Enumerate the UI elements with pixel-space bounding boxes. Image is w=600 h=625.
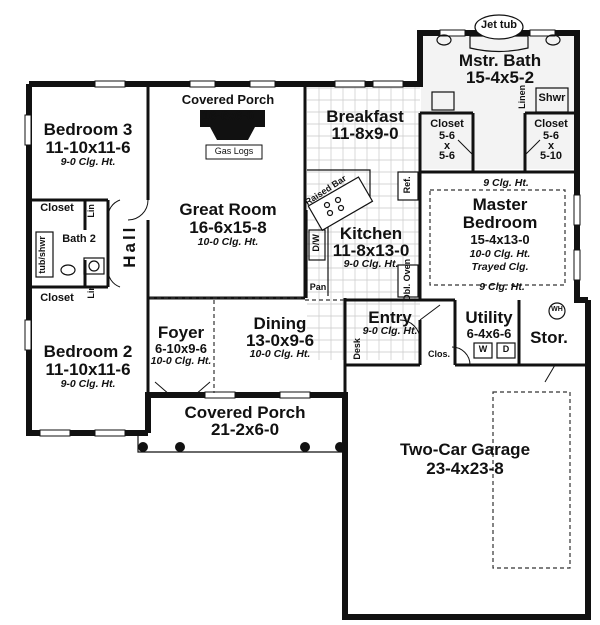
entry-ceiling: 9-0 Clg. Ht. <box>362 325 418 337</box>
master-ht-top: 9 Clg. Ht. <box>483 177 529 189</box>
bath2-fixtures <box>35 231 105 278</box>
master-bedroom-line1: Master <box>472 195 528 214</box>
covered-porch-front-dims: 21-2x6-0 <box>210 420 280 439</box>
closet-master-right-dim-b: 5-10 <box>539 150 563 162</box>
utility-title: Utility <box>465 308 513 327</box>
kitchen-title: Kitchen <box>339 224 403 243</box>
dining-ceiling: 10-0 Clg. Ht. <box>249 348 311 360</box>
master-ht-bottom: 9 Clg. Ht. <box>479 281 525 293</box>
washer-label: W <box>478 344 488 354</box>
garage-title: Two-Car Garage <box>399 440 531 459</box>
covered-porch-top-title: Covered Porch <box>181 92 275 107</box>
ref-label: Ref. <box>402 176 413 194</box>
clos-label: Clos. <box>427 349 450 359</box>
closet-b3-label: Closet <box>40 202 74 214</box>
master-bath-dims: 15-4x5-2 <box>465 68 535 87</box>
desk-label: Desk <box>352 338 363 360</box>
breakfast-dims: 11-8x9-0 <box>331 124 399 143</box>
closet-master-left-title: Closet <box>430 118 464 130</box>
dryer-label: D <box>502 344 510 354</box>
porch-columns <box>137 433 345 453</box>
foyer-ceiling: 10-0 Clg. Ht. <box>150 355 212 367</box>
jet-tub-label: Jet tub <box>480 19 518 31</box>
bedroom3-title: Bedroom 3 <box>43 120 133 139</box>
openings <box>150 189 571 569</box>
dbl-oven-label: Dbl. Oven <box>402 258 413 301</box>
foyer-dims: 6-10x9-6 <box>154 341 208 356</box>
bath2-label: Bath 2 <box>62 233 96 245</box>
tub-shwr-label: tub/shwr <box>37 236 48 274</box>
fireplace <box>200 110 265 160</box>
bedroom2-dims: 11-10x11-6 <box>45 360 131 379</box>
lin-b3-label: Lin <box>86 204 97 218</box>
dining-dims: 13-0x9-6 <box>245 331 315 350</box>
closet-master-right-x: x <box>547 140 555 152</box>
garage-dims: 23-4x23-8 <box>426 459 504 478</box>
master-bath-title: Mstr. Bath <box>458 51 542 70</box>
linen-master-label: Linen <box>517 84 528 109</box>
storage-label: Stor. <box>530 328 568 347</box>
great-room-dims: 16-6x15-8 <box>189 218 267 237</box>
shower-master-label: Shwr <box>538 92 566 104</box>
bedroom2-title: Bedroom 2 <box>43 342 133 361</box>
kitchen-ceiling: 9-0 Clg. Ht. <box>343 258 399 270</box>
master-bedroom-dims: 15-4x13-0 <box>470 232 530 247</box>
great-room-title: Great Room <box>179 200 277 219</box>
closet-master-left-x: x <box>443 140 451 152</box>
breakfast-title: Breakfast <box>326 107 404 126</box>
foyer-title: Foyer <box>157 323 205 342</box>
master-bedroom-ceiling: 10-0 Clg. Ht. <box>469 248 531 260</box>
master-bedroom-trayed: Trayed Clg. <box>471 261 529 273</box>
great-room-ceiling: 10-0 Clg. Ht. <box>197 236 259 248</box>
utility-fixtures <box>473 302 566 359</box>
lin-b2-label: Lin <box>86 285 97 299</box>
windows <box>24 29 581 437</box>
bedroom3-ceiling: 9-0 Clg. Ht. <box>60 156 116 168</box>
kitchen-dims: 11-8x13-0 <box>332 241 410 260</box>
closet-master-right-dim-a: 5-6 <box>543 130 559 142</box>
dw-label: D/W <box>311 234 322 252</box>
master-bedroom-line2: Bedroom <box>462 213 538 232</box>
hall-label: Hall <box>119 224 139 268</box>
covered-porch-front-title: Covered Porch <box>184 403 306 422</box>
wh-label: WH <box>551 306 563 313</box>
closet-b2-label: Closet <box>40 292 74 304</box>
master-bath-fixtures <box>431 14 569 113</box>
entry-title: Entry <box>368 308 412 327</box>
dining-title: Dining <box>253 314 307 333</box>
bedroom3-dims: 11-10x11-6 <box>45 138 131 157</box>
bedroom2-ceiling: 9-0 Clg. Ht. <box>60 378 116 390</box>
utility-dims: 6-4x6-6 <box>466 326 512 341</box>
closet-master-right-title: Closet <box>534 118 568 130</box>
pan-label: Pan <box>309 282 327 292</box>
gas-logs-label: Gas Logs <box>214 146 254 156</box>
covered-porch-top-dims: 16-6x6-0 <box>201 108 255 123</box>
closet-master-left-dim-a: 5-6 <box>439 130 455 142</box>
kitchen-counters <box>306 169 419 298</box>
closet-master-left-dim-b: 5-6 <box>439 150 455 162</box>
doors <box>107 139 556 396</box>
master-bath-tile <box>421 33 577 169</box>
